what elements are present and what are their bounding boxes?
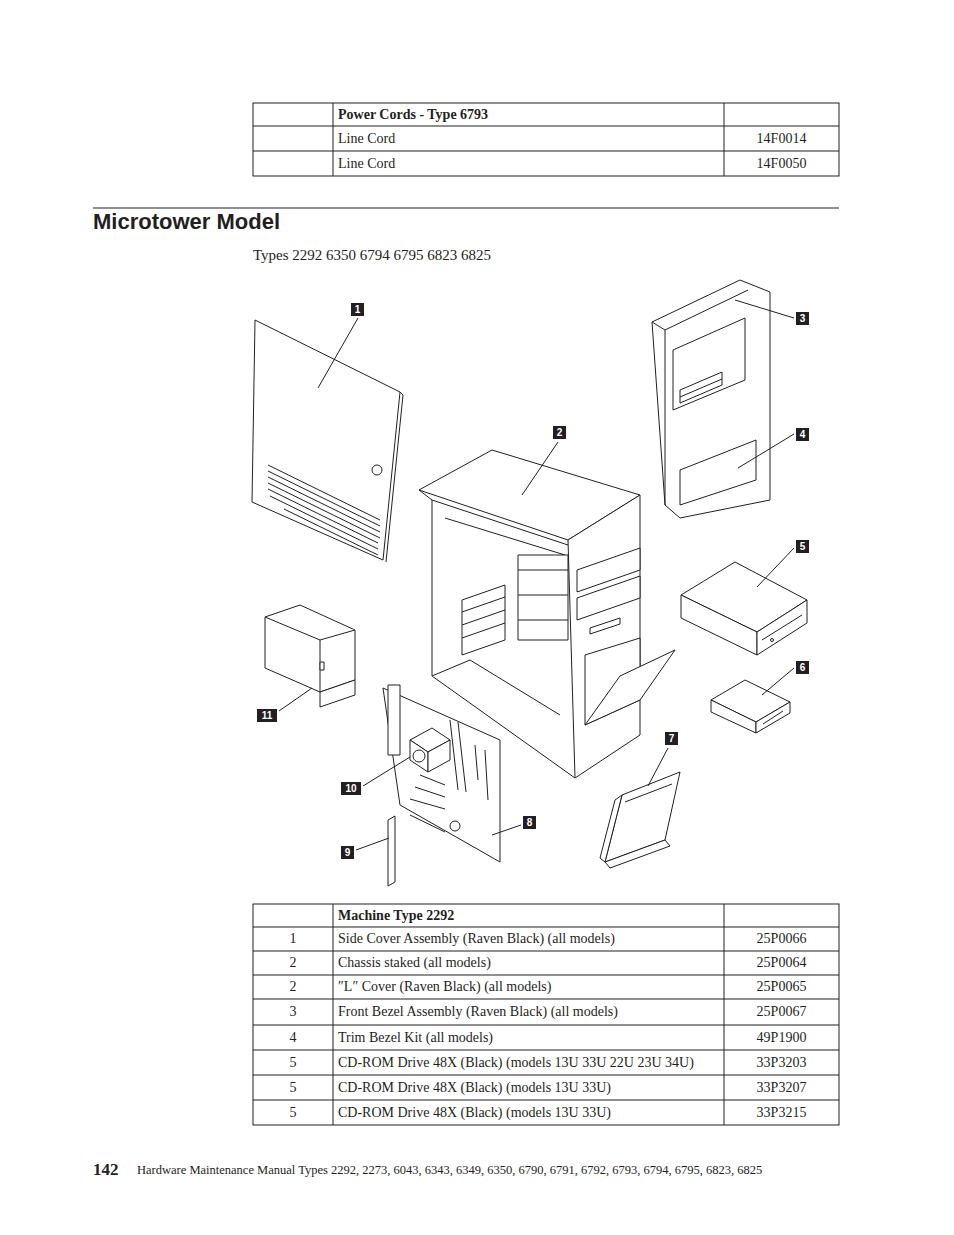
part-name: CD-ROM Drive 48X (Black) (models 13U 33U… xyxy=(338,1075,722,1100)
part-name: ″L″ Cover (Raven Black) (all models) xyxy=(338,975,722,999)
part-number: 25P0067 xyxy=(724,999,839,1025)
power-supply xyxy=(265,605,355,692)
part-name: Chassis staked (all models) xyxy=(338,951,722,975)
part-name: Trim Bezel Kit (all models) xyxy=(338,1025,722,1050)
part-number: 14F0014 xyxy=(724,126,839,151)
callout-number: 5 xyxy=(796,540,809,553)
callout-number: 1 xyxy=(351,303,364,316)
leader-lines xyxy=(279,300,794,850)
callout-number: 9 xyxy=(341,846,354,859)
part-number: 33P3203 xyxy=(724,1050,839,1075)
callout-number: 7 xyxy=(665,732,678,745)
part-number: 25P0066 xyxy=(724,927,839,951)
part-number: 25P0065 xyxy=(724,975,839,999)
table-cell: Line Cord xyxy=(338,126,718,151)
section-rule xyxy=(93,208,839,209)
front-bezel xyxy=(652,280,770,518)
cover-vents xyxy=(268,465,380,555)
callout-number: 3 xyxy=(796,312,809,325)
part-number: 33P3207 xyxy=(724,1075,839,1100)
part-number: 33P3215 xyxy=(724,1100,839,1125)
callout-number: 4 xyxy=(253,1025,333,1050)
part-number: 14F0050 xyxy=(724,151,839,176)
section-title: Microtower Model xyxy=(93,208,280,236)
callout-number: 2 xyxy=(253,975,333,999)
table-header: Machine Type 2292 xyxy=(338,904,718,927)
callout-number: 11 xyxy=(257,709,277,722)
callout-number: 4 xyxy=(796,428,809,441)
callout-number: 8 xyxy=(523,816,536,829)
part-number: 25P0064 xyxy=(724,951,839,975)
table-cell: Line Cord xyxy=(338,151,718,176)
callout-number: 5 xyxy=(253,1100,333,1125)
callout-number: 10 xyxy=(341,782,361,795)
chassis-door xyxy=(585,650,675,725)
callout-number: 3 xyxy=(253,999,333,1025)
part-name: CD-ROM Drive 48X (Black) (models 13U 33U… xyxy=(338,1050,722,1075)
trim-bezel xyxy=(680,440,756,505)
callout-number: 2 xyxy=(253,951,333,975)
memory-module xyxy=(388,816,395,886)
page-number: 142 xyxy=(93,1158,133,1182)
chassis-front xyxy=(568,495,640,778)
footer-text: Hardware Maintenance Manual Types 2292, … xyxy=(137,1160,837,1180)
callout-number: 1 xyxy=(253,927,333,951)
types-line: Types 2292 6350 6794 6795 6823 6825 xyxy=(253,244,753,266)
part-name: Side Cover Assembly (Raven Black) (all m… xyxy=(338,927,722,951)
part-number: 49P1900 xyxy=(724,1025,839,1050)
callout-number: 5 xyxy=(253,1050,333,1075)
exploded-view xyxy=(252,280,807,886)
table-grid xyxy=(253,103,839,1125)
part-name: Front Bezel Assembly (Raven Black) (all … xyxy=(338,999,722,1025)
table-header: Power Cords - Type 6793 xyxy=(338,103,718,126)
side-cover xyxy=(252,320,400,560)
part-name: CD-ROM Drive 48X (Black) (models 13U 33U… xyxy=(338,1100,722,1125)
callout-number: 2 xyxy=(553,426,566,439)
callout-number: 5 xyxy=(253,1075,333,1100)
callout-number: 6 xyxy=(796,661,809,674)
system-board xyxy=(383,688,500,862)
